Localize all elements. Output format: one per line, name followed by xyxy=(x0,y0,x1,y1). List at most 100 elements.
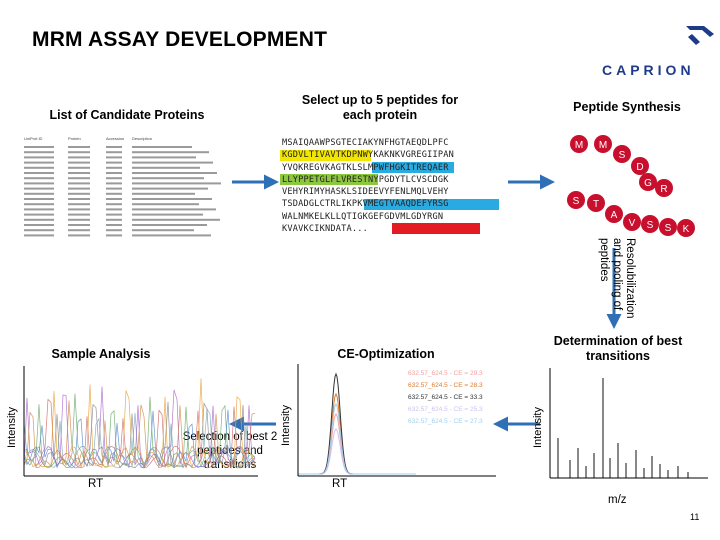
logo-mark xyxy=(686,26,714,45)
table-cell xyxy=(132,203,199,206)
ce-legend-item: 632.57_624.5 - CE = 27.3 xyxy=(408,418,483,425)
sample-trace xyxy=(23,407,256,474)
table-cell xyxy=(132,213,203,216)
table-cell xyxy=(106,146,122,148)
header-best-transitions: Determination of best transitions xyxy=(553,334,683,363)
table-cell xyxy=(68,161,90,164)
table-cell xyxy=(132,166,200,169)
table-cell xyxy=(24,208,54,211)
table-cell xyxy=(24,177,54,180)
table-cell xyxy=(132,161,213,164)
peptide-bead-letter: G xyxy=(644,178,652,189)
table-cell xyxy=(24,213,54,216)
header-candidate-proteins: List of Candidate Proteins xyxy=(49,108,205,122)
header-ce-optimization: CE-Optimization xyxy=(337,347,435,361)
candidate-protein-table: UniProt ID Protein Accession Description xyxy=(22,135,230,243)
spectrum-y-label: Intensity xyxy=(532,407,544,448)
ce-trace xyxy=(298,413,416,475)
table-cell xyxy=(24,187,54,190)
table-cell xyxy=(132,218,220,221)
spectrum-x-label: m/z xyxy=(608,494,627,506)
table-cell xyxy=(106,229,122,232)
table-header-description: Description xyxy=(132,136,152,141)
ce-legend-item: 632.57_624.5 - CE = 25.3 xyxy=(408,406,483,413)
highlight-blue-2 xyxy=(364,199,499,210)
caprion-logo: CAPRION xyxy=(602,26,714,78)
ce-legend: 632.57_624.5 - CE = 29.3 632.57_624.5 - … xyxy=(408,368,498,428)
table-cell xyxy=(24,198,54,200)
highlight-blue-1 xyxy=(372,162,454,173)
ce-legend-item: 632.57_624.5 - CE = 29.3 xyxy=(408,370,483,377)
slide-title: MRM ASSAY DEVELOPMENT xyxy=(32,28,328,51)
ce-trace xyxy=(298,428,416,475)
ce-x-label: RT xyxy=(332,478,348,490)
sample-trace xyxy=(23,400,256,474)
table-cell xyxy=(68,192,90,195)
header-select-peptides: Select up to 5 peptides for each protein xyxy=(301,93,459,122)
peptide-bead-letter: M xyxy=(575,140,583,151)
table-cell xyxy=(24,161,54,164)
page-number: 11 xyxy=(690,512,700,522)
table-cell xyxy=(106,203,122,206)
peptide-bead xyxy=(677,219,695,237)
table-cell xyxy=(132,234,211,237)
sample-y-label: Intensity xyxy=(6,407,18,448)
table-cell xyxy=(106,187,122,190)
table-cell xyxy=(68,208,90,211)
ce-legend-item: 632.57_624.5 - CE = 33.3 xyxy=(408,394,483,401)
peptide-bead-letter: S xyxy=(619,150,626,161)
peptide-bead-letter: T xyxy=(593,199,599,210)
table-cell xyxy=(132,198,212,200)
ce-trace xyxy=(298,372,416,475)
peptide-bead-letter: R xyxy=(660,184,667,195)
table-cell xyxy=(68,234,90,237)
peptide-bead-letter: D xyxy=(636,162,643,173)
table-header-row: UniProt ID Protein Accession Description xyxy=(24,136,152,141)
ms-spectrum xyxy=(549,368,708,479)
table-cell xyxy=(106,161,122,164)
peptide-bead xyxy=(659,218,677,236)
table-cell xyxy=(132,172,217,174)
sequence-line: WALNMKELKLLQTIGKGEFGDVMLGDYRGN xyxy=(282,211,444,222)
table-cell xyxy=(106,166,122,169)
peptide-bead-letter: K xyxy=(683,224,690,235)
table-cell xyxy=(24,146,54,148)
table-cell xyxy=(132,229,194,232)
table-cell xyxy=(68,182,90,185)
table-cell xyxy=(24,166,54,169)
table-cell xyxy=(106,151,122,154)
table-cell xyxy=(106,182,122,185)
table-rows xyxy=(24,146,221,237)
sample-trace xyxy=(23,401,256,474)
highlight-yellow-1 xyxy=(280,150,371,161)
table-cell xyxy=(106,192,122,195)
peptide-bead xyxy=(631,157,649,175)
header-sample-analysis: Sample Analysis xyxy=(51,347,151,361)
table-cell xyxy=(24,151,54,154)
sequence-line: VEHYRIMYHASKLSIDEEVYFENLMQLVEHY xyxy=(282,187,449,198)
peptide-bead xyxy=(623,213,641,231)
table-cell xyxy=(106,234,122,237)
table-cell xyxy=(68,177,90,180)
peptide-bead-letter: M xyxy=(599,140,607,151)
sequence-line: KVAVKCIKNDATA... xyxy=(282,224,368,235)
sequence-line: YVQKREGVKAGTKLSLMPWFHGKITREQAER xyxy=(282,162,449,173)
logo-text: CAPRION xyxy=(602,62,695,78)
table-cell xyxy=(68,156,90,159)
table-cell xyxy=(132,192,195,195)
highlight-red-1 xyxy=(392,223,480,234)
table-header-accession: Accession xyxy=(106,136,124,141)
peptide-bead-letter: V xyxy=(629,218,636,229)
table-cell xyxy=(24,172,54,174)
table-cell xyxy=(68,187,90,190)
table-cell xyxy=(24,182,54,185)
table-cell xyxy=(68,229,90,232)
table-cell xyxy=(68,213,90,216)
table-cell xyxy=(132,208,216,211)
peptide-bead xyxy=(655,179,673,197)
peptide-bead xyxy=(641,215,659,233)
table-cell xyxy=(24,156,54,159)
table-cell xyxy=(68,151,90,154)
peptide-bead xyxy=(613,145,631,163)
ce-chromatogram xyxy=(297,364,496,477)
